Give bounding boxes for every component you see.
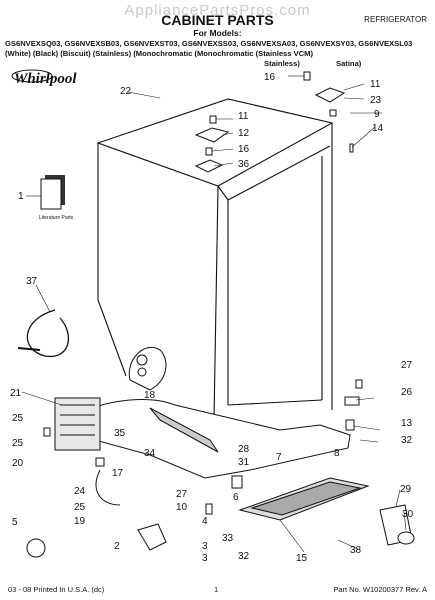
footer-page-number: 1 — [214, 585, 219, 594]
cabinet-shell — [96, 98, 334, 421]
callout-3a: 3 — [202, 541, 208, 552]
callout-4: 4 — [202, 516, 208, 527]
callout-16b: 16 — [264, 72, 276, 83]
brand-logo: Whirlpool — [14, 71, 77, 87]
logo-swirl-icon — [11, 69, 53, 83]
callout-27a: 27 — [401, 360, 413, 371]
callout-16a: 16 — [238, 144, 250, 155]
power-plug-icon — [17, 347, 41, 351]
callout-2: 2 — [114, 541, 120, 552]
top-hinges — [194, 71, 354, 173]
callout-10: 10 — [176, 502, 188, 513]
callout-24: 24 — [74, 486, 86, 497]
callout-8: 8 — [334, 448, 340, 459]
callout-20: 20 — [12, 458, 24, 469]
callout-15: 15 — [296, 553, 308, 564]
callout-36: 36 — [238, 159, 250, 170]
callout-11b: 11 — [370, 79, 381, 90]
page-title: CABINET PARTS — [161, 12, 274, 28]
callout-9: 9 — [374, 109, 380, 120]
appliance-type: REFRIGERATOR — [364, 15, 427, 24]
callout-11a: 11 — [238, 111, 249, 122]
base-frame — [54, 346, 351, 479]
leader-lines — [21, 75, 407, 553]
callout-37: 37 — [26, 276, 38, 287]
callout-18: 18 — [144, 390, 156, 401]
model-colors: (White) (Black) (Biscuit) (Stainless) (M… — [5, 49, 313, 58]
callout-13: 13 — [401, 418, 413, 429]
callout-17: 17 — [112, 468, 124, 479]
callout-32b: 32 — [238, 551, 250, 562]
callout-32a: 32 — [401, 435, 413, 446]
footer-part-number: Part No. W10200377 Rev. A — [333, 585, 427, 594]
callout-6: 6 — [233, 492, 239, 503]
callout-14: 14 — [372, 123, 384, 134]
callout-22: 22 — [120, 86, 132, 97]
callout-38: 38 — [350, 545, 362, 556]
callout-7: 7 — [276, 452, 282, 463]
literature-label: Literature Parts — [39, 215, 74, 221]
power-cord — [26, 309, 69, 357]
callout-19: 19 — [74, 516, 86, 527]
callout-5: 5 — [12, 517, 18, 528]
callout-30: 30 — [402, 509, 414, 520]
callout-27b: 27 — [176, 489, 188, 500]
callout-25b: 25 — [12, 438, 24, 449]
model-color-line2a: Stainless) — [264, 59, 300, 68]
callout-23: 23 — [370, 95, 382, 106]
callout-21: 21 — [10, 388, 22, 399]
model-color-line2b: Satina) — [336, 59, 362, 68]
literature-parts-icon: Literature Parts — [39, 175, 74, 221]
footer-print-info: 03 - 08 Printed In U.S.A. (dc) — [8, 585, 105, 594]
for-models-label: For Models: — [193, 28, 242, 38]
callout-28: 28 — [238, 444, 250, 455]
callout-3b: 3 — [202, 553, 208, 564]
callout-12: 12 — [238, 128, 250, 139]
callout-29: 29 — [400, 484, 412, 495]
lower-components — [26, 379, 415, 558]
callout-25a: 25 — [12, 413, 24, 424]
callout-1: 1 — [18, 191, 24, 202]
callout-26: 26 — [401, 387, 413, 398]
callout-35: 35 — [114, 428, 126, 439]
callout-31: 31 — [238, 457, 250, 468]
model-codes: GS6NVEXSQ03, GS6NVEXSB03, GS6NVEXST03, G… — [5, 39, 413, 48]
callout-33: 33 — [222, 533, 234, 544]
callout-numbers: 22 1 37 21 25 25 20 24 25 19 17 18 35 34… — [10, 72, 414, 564]
watermark: AppliancePartsPros.com — [124, 2, 311, 19]
callout-25c: 25 — [74, 502, 86, 513]
callout-34: 34 — [144, 448, 156, 459]
